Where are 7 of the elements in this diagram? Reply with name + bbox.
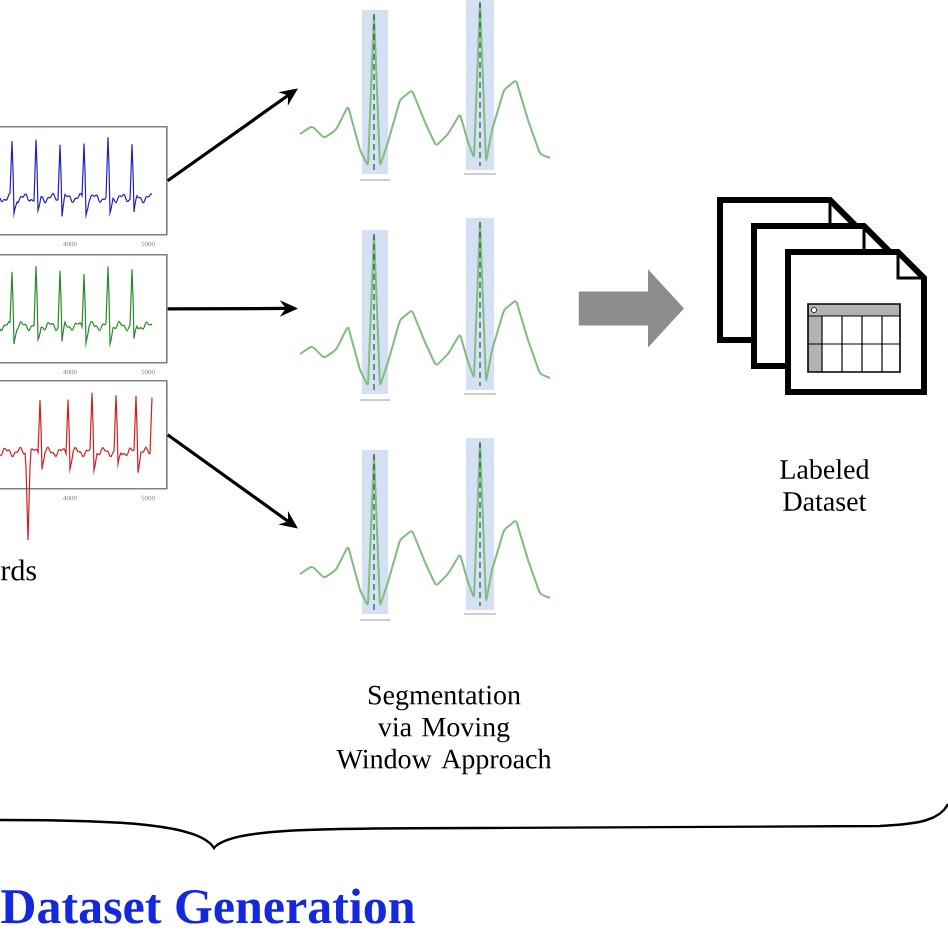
section-title: Dataset Generation [1, 888, 415, 924]
segmented-beat-drawing [299, 0, 551, 181]
segmented-beat-drawing [299, 438, 551, 621]
segmented-beat-drawing [299, 218, 551, 401]
partial-label: rds [1, 559, 36, 581]
node-label: Labeled Dataset [780, 459, 870, 511]
caption: Segmentation via Moving Window Approach [336, 685, 552, 775]
